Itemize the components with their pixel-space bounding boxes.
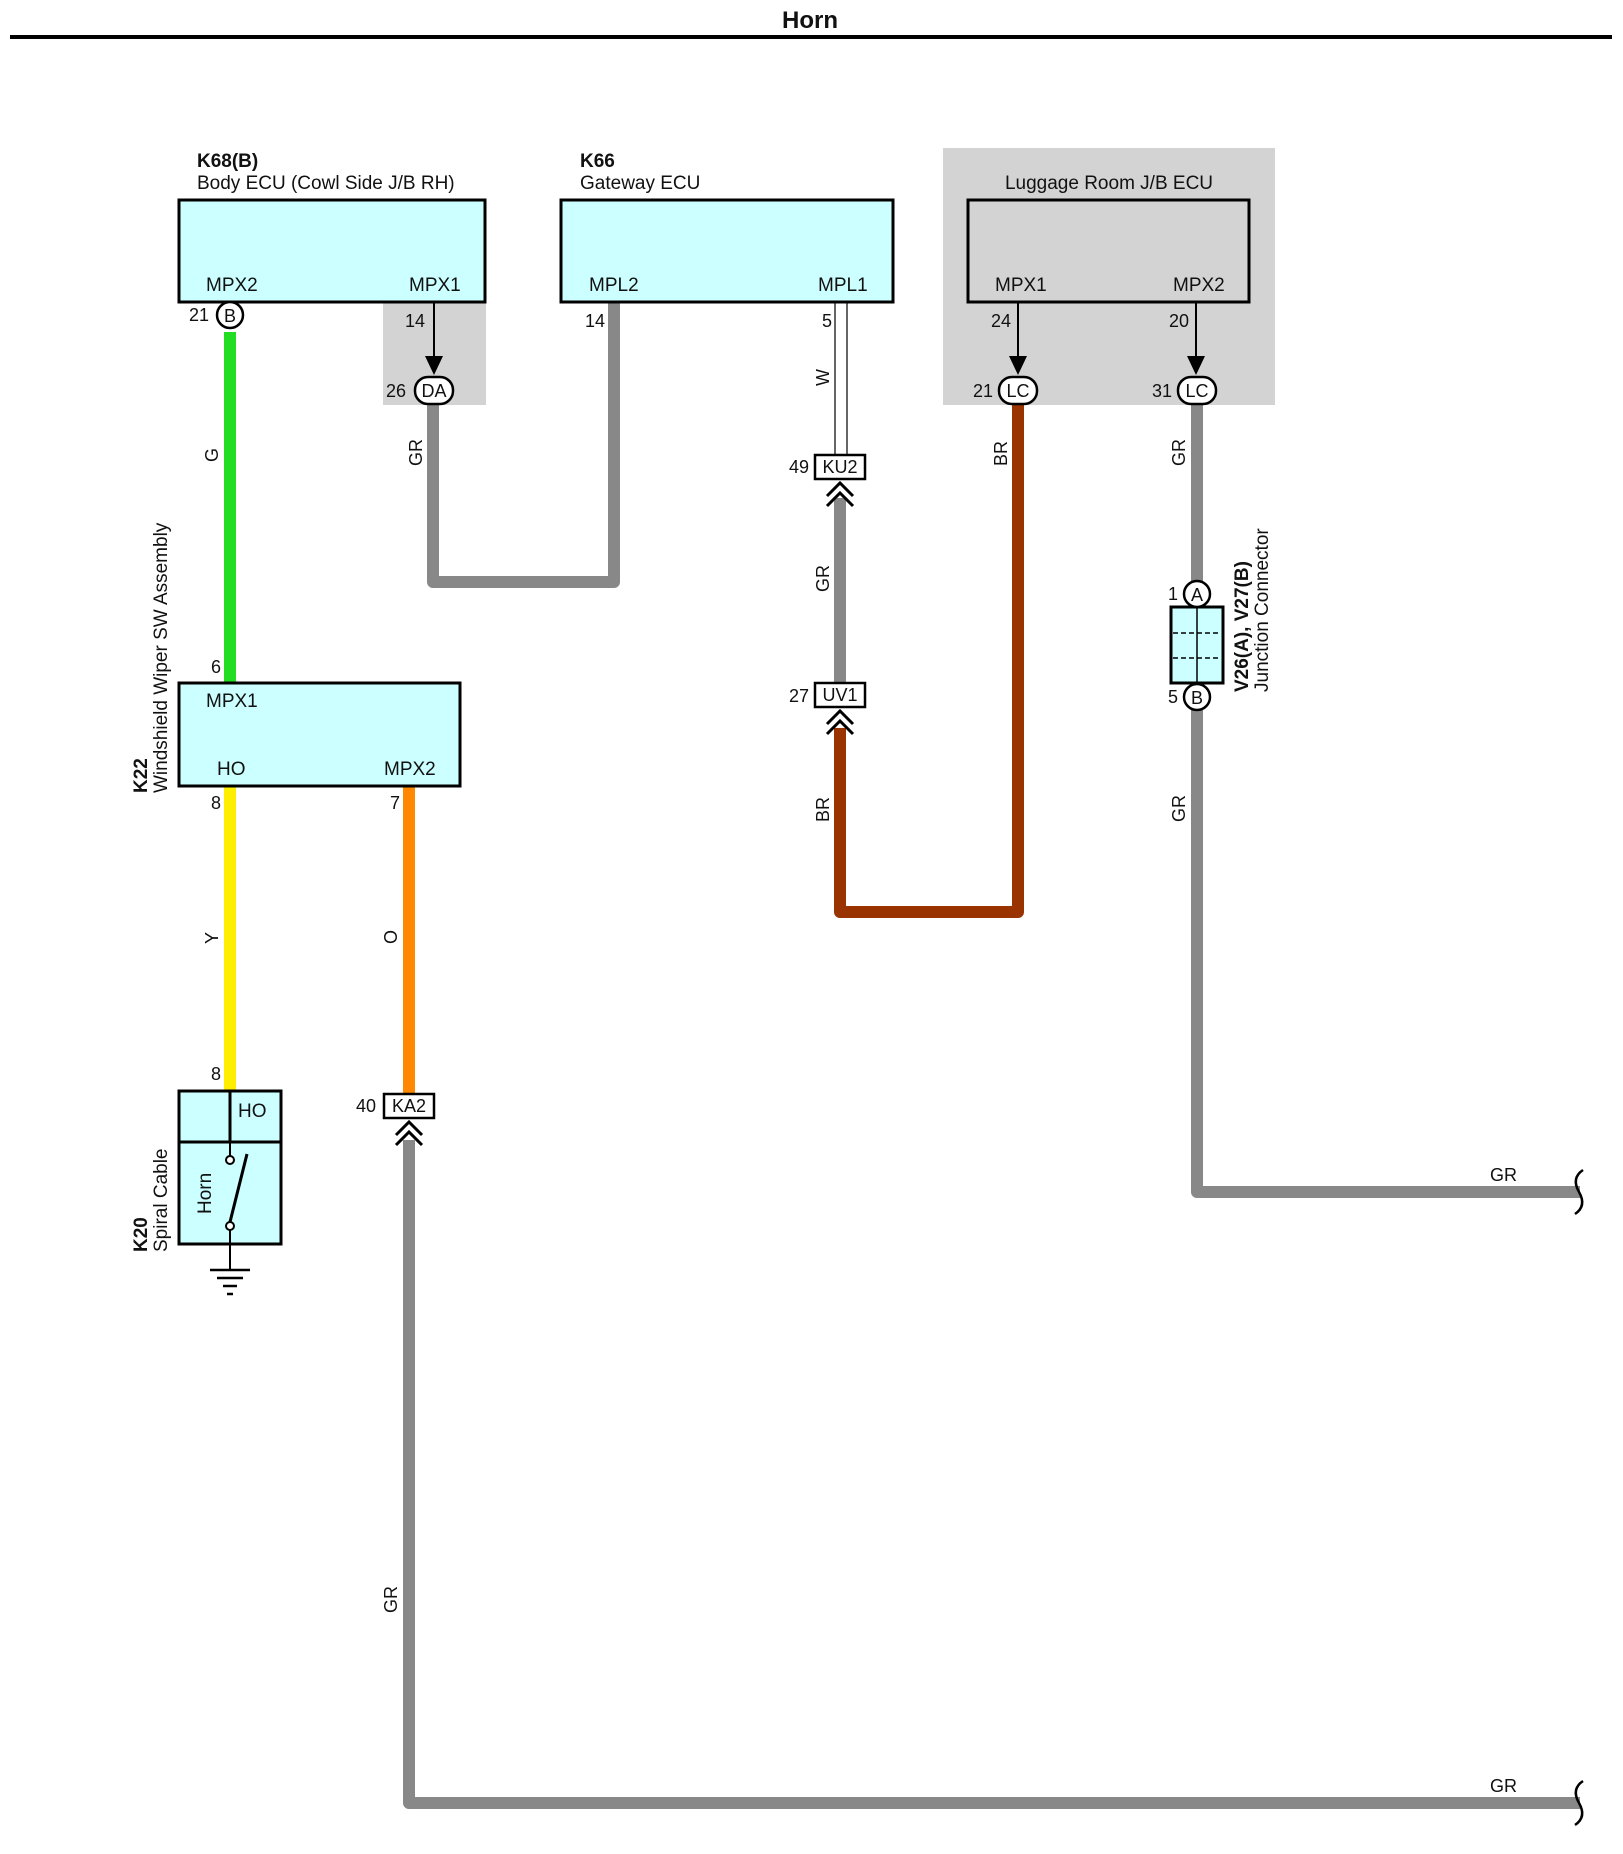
pin-v26-1: 1 bbox=[1168, 584, 1178, 604]
wire-break-mark-lower bbox=[1574, 1779, 1584, 1827]
v26-code: V26(A), V27(B) bbox=[1232, 561, 1253, 692]
lc2-arrow-icon bbox=[1187, 356, 1205, 375]
da-arrow-icon bbox=[425, 356, 443, 375]
wire-label-gr-v27: GR bbox=[1169, 795, 1189, 822]
wire-label-gr-out-upper: GR bbox=[1490, 1165, 1517, 1185]
connector-v27-b-label: B bbox=[1191, 688, 1203, 708]
connector-da-label: DA bbox=[421, 381, 446, 401]
k22-pin-mpx1-label: MPX1 bbox=[206, 691, 258, 712]
connector-b-k68 bbox=[215, 300, 245, 330]
wire-label-y: Y bbox=[202, 932, 222, 944]
pin-k22-7: 7 bbox=[390, 793, 400, 813]
pin-luggage-24: 24 bbox=[991, 311, 1011, 331]
pin-luggage-20: 20 bbox=[1169, 311, 1189, 331]
wire-label-br-uv1: BR bbox=[813, 797, 833, 822]
connector-lc-1-label: LC bbox=[1006, 381, 1029, 401]
k66-pin-mpl2-label: MPL2 bbox=[589, 275, 639, 296]
horn-switch-contact-bottom bbox=[225, 1221, 235, 1231]
k66-name: Gateway ECU bbox=[580, 173, 700, 194]
connector-v27-b bbox=[1182, 682, 1212, 712]
page-title: Horn bbox=[782, 7, 838, 34]
k68-name: Body ECU (Cowl Side J/B RH) bbox=[197, 173, 455, 194]
connector-uv1-label: UV1 bbox=[822, 685, 857, 705]
wire-gray-v27-to-edge bbox=[1191, 710, 1580, 1198]
pin-k66-5: 5 bbox=[822, 311, 832, 331]
wire-label-o: O bbox=[381, 930, 401, 944]
horn-switch-blade bbox=[228, 1153, 249, 1223]
pin-lc-21: 21 bbox=[973, 381, 993, 401]
wire-brown bbox=[834, 405, 1024, 918]
wire-gray-da-to-k66 bbox=[427, 302, 620, 588]
k68-pin-mpx1-label: MPX1 bbox=[409, 275, 461, 296]
wire-label-br-lc: BR bbox=[991, 441, 1011, 466]
connector-ka2 bbox=[382, 1092, 436, 1120]
connector-v26-a-label: A bbox=[1191, 585, 1203, 605]
wire-break-mark-upper bbox=[1574, 1168, 1584, 1216]
pin-k66-14: 14 bbox=[585, 311, 605, 331]
wire-label-w: W bbox=[813, 369, 833, 386]
k22-code: K22 bbox=[131, 758, 152, 793]
k20-code: K20 bbox=[131, 1217, 152, 1252]
luggage-ecu-name: Luggage Room J/B ECU bbox=[1005, 173, 1213, 194]
k68-pin-mpx2-label: MPX2 bbox=[206, 275, 258, 296]
k22-name: Windshield Wiper SW Assembly bbox=[151, 522, 172, 793]
k20-name: Spiral Cable bbox=[151, 1149, 172, 1253]
pin-da-26: 26 bbox=[386, 381, 406, 401]
wire-label-gr-ka2: GR bbox=[381, 1586, 401, 1613]
wire-label-gr-da: GR bbox=[406, 439, 426, 466]
pin-lc-31: 31 bbox=[1152, 381, 1172, 401]
v26-name: Junction Connector bbox=[1252, 528, 1273, 692]
k66-code: K66 bbox=[580, 151, 615, 172]
wire-label-gr-lc: GR bbox=[1169, 439, 1189, 466]
horn-switch-label: Horn bbox=[195, 1173, 216, 1214]
pin-uv1-27: 27 bbox=[789, 686, 809, 706]
luggage-pin-mpx1-label: MPX1 bbox=[995, 275, 1047, 296]
pin-v27-5: 5 bbox=[1168, 687, 1178, 707]
pin-k68-21: 21 bbox=[189, 305, 209, 325]
k22-pin-ho-label: HO bbox=[217, 759, 246, 780]
connector-ku2-label: KU2 bbox=[822, 457, 857, 477]
connector-v26-a bbox=[1182, 579, 1212, 609]
luggage-pin-mpx2-label: MPX2 bbox=[1173, 275, 1225, 296]
pin-k68-14: 14 bbox=[405, 311, 425, 331]
pin-k22-8: 8 bbox=[211, 793, 221, 813]
horn-switch-contact-top bbox=[225, 1155, 235, 1165]
pin-ka2-40: 40 bbox=[356, 1096, 376, 1116]
connector-b-k68-label: B bbox=[224, 306, 236, 326]
k68-code: K68(B) bbox=[197, 151, 258, 172]
wire-label-gr-out-lower: GR bbox=[1490, 1776, 1517, 1796]
pin-ku2-49: 49 bbox=[789, 457, 809, 477]
lc1-arrow-icon bbox=[1009, 356, 1027, 375]
connector-lc-1 bbox=[997, 375, 1039, 406]
pin-k22-6: 6 bbox=[211, 657, 221, 677]
k22-wiper-switch-box bbox=[177, 681, 462, 788]
k20-pin-ho-label: HO bbox=[238, 1101, 267, 1122]
connector-lc-2 bbox=[1176, 375, 1218, 406]
k22-pin-mpx2-label: MPX2 bbox=[384, 759, 436, 780]
ka2-chevron-icon bbox=[394, 1119, 424, 1147]
wire-label-g: G bbox=[202, 448, 222, 462]
k68-body-ecu-box bbox=[177, 198, 487, 304]
connector-uv1 bbox=[813, 681, 867, 709]
luggage-jb-ecu-box bbox=[966, 198, 1251, 304]
connector-ku2 bbox=[813, 453, 867, 481]
connector-ka2-label: KA2 bbox=[392, 1096, 426, 1116]
k66-pin-mpl1-label: MPL1 bbox=[818, 275, 868, 296]
k66-gateway-ecu-box bbox=[559, 198, 895, 304]
connector-da bbox=[413, 375, 455, 406]
pin-k20-8: 8 bbox=[211, 1064, 221, 1084]
ku2-chevron-icon bbox=[825, 480, 855, 508]
ground-icon bbox=[210, 1268, 250, 1296]
connector-lc-2-label: LC bbox=[1185, 381, 1208, 401]
wire-gray-ka2-to-edge bbox=[403, 1140, 1580, 1809]
wire-label-gr-ku2: GR bbox=[813, 565, 833, 592]
uv1-chevron-icon bbox=[825, 708, 855, 736]
